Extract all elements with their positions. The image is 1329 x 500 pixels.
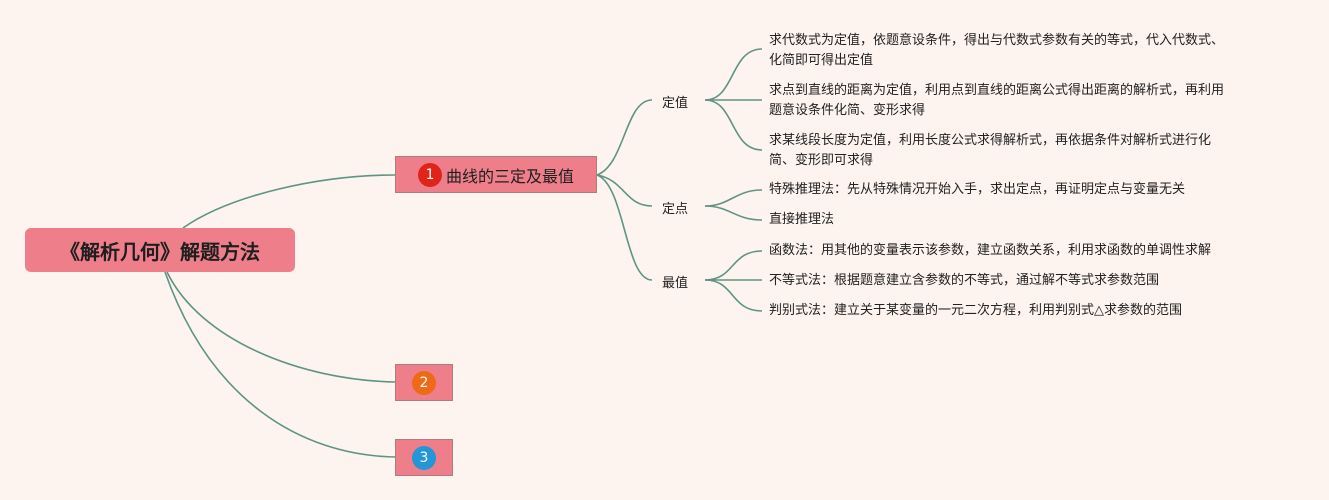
connector-branch-1-sub-dingzhi [596,99,653,176]
connector-root-branch-3 [164,271,396,458]
connector-branch-1-sub-zuizhi [596,174,653,281]
leaf-zuizhi-1[interactable]: 函数法：用其他的变量表示该参数，建立函数关系，利用求函数的单调性求解 [769,241,1211,261]
leaf-dingzhi-2-line-1: 求点到直线的距离为定值，利用点到直线的距离公式得出距离的解析式，再利用 [769,83,1225,98]
branch-topic-1-label: 曲线的三定及最值 [445,166,574,186]
leaf-dingzhi-2[interactable]: 求点到直线的距离为定值，利用点到直线的距离公式得出距离的解析式，再利用 题意设条… [769,81,1224,121]
branch-topic-3[interactable]: 3 [395,439,453,476]
leaf-zuizhi-1-line-1: 函数法：用其他的变量表示该参数，建立函数关系，利用求函数的单调性求解 [769,243,1212,258]
connector-zuizhi-leaf-3 [704,279,763,312]
connector-root-branch-2 [166,271,396,383]
leaf-dingzhi-3-line-2: 简、变形即可求得 [769,153,874,168]
connector-dingdian-leaf-1 [704,189,763,207]
number-badge-1: 1 [417,162,442,187]
leaf-dingzhi-1-line-1: 求代数式为定值，依题意设条件，得出与代数式参数有关的等式，代入代数式、 [769,33,1225,48]
connector-dingzhi-leaf-3 [704,99,763,151]
connector-branch-1-sub-dingdian [596,174,653,207]
branch-topic-1[interactable]: 1 曲线的三定及最值 [395,156,597,193]
root-topic[interactable]: 《解析几何》解题方法 [25,228,295,272]
leaf-dingzhi-2-line-2: 题意设条件化简、变形求得 [769,103,926,118]
leaf-dingdian-2[interactable]: 直接推理法 [769,210,834,230]
subtopic-dingdian[interactable]: 定点 [662,202,689,217]
leaf-dingzhi-1-line-2: 化简即可得出定值 [769,53,874,68]
subtopic-dingzhi[interactable]: 定值 [662,96,689,111]
number-badge-3: 3 [412,445,436,470]
branch-topic-2[interactable]: 2 [395,364,453,401]
connector-zuizhi-leaf-1 [704,250,763,281]
leaf-zuizhi-3[interactable]: 判别式法：建立关于某变量的一元二次方程，利用判别式△求参数的范围 [769,301,1182,321]
leaf-dingzhi-3-line-1: 求某线段长度为定值，利用长度公式求得解析式，再依据条件对解析式进行化 [769,133,1212,148]
connector-dingzhi-leaf-1 [704,48,763,101]
leaf-dingdian-2-line-1: 直接推理法 [769,212,835,227]
root-topic-label: 《解析几何》解题方法 [60,239,260,264]
leaf-dingzhi-3[interactable]: 求某线段长度为定值，利用长度公式求得解析式，再依据条件对解析式进行化 简、变形即… [769,131,1211,171]
number-badge-2: 2 [412,370,436,395]
leaf-zuizhi-2[interactable]: 不等式法：根据题意建立含参数的不等式，通过解不等式求参数范围 [769,271,1159,291]
leaf-zuizhi-3-line-1: 判别式法：建立关于某变量的一元二次方程，利用判别式△求参数的范围 [769,303,1182,318]
leaf-zuizhi-2-line-1: 不等式法：根据题意建立含参数的不等式，通过解不等式求参数范围 [769,273,1160,288]
leaf-dingzhi-1[interactable]: 求代数式为定值，依题意设条件，得出与代数式参数有关的等式，代入代数式、 化简即可… [769,31,1224,71]
subtopic-zuizhi[interactable]: 最值 [662,276,689,291]
leaf-dingdian-1[interactable]: 特殊推理法：先从特殊情况开始入手，求出定点，再证明定点与变量无关 [769,180,1185,200]
connector-dingdian-leaf-2 [704,205,763,221]
connector-root-branch-1 [182,174,396,229]
leaf-dingdian-1-line-1: 特殊推理法：先从特殊情况开始入手，求出定点，再证明定点与变量无关 [769,182,1186,197]
